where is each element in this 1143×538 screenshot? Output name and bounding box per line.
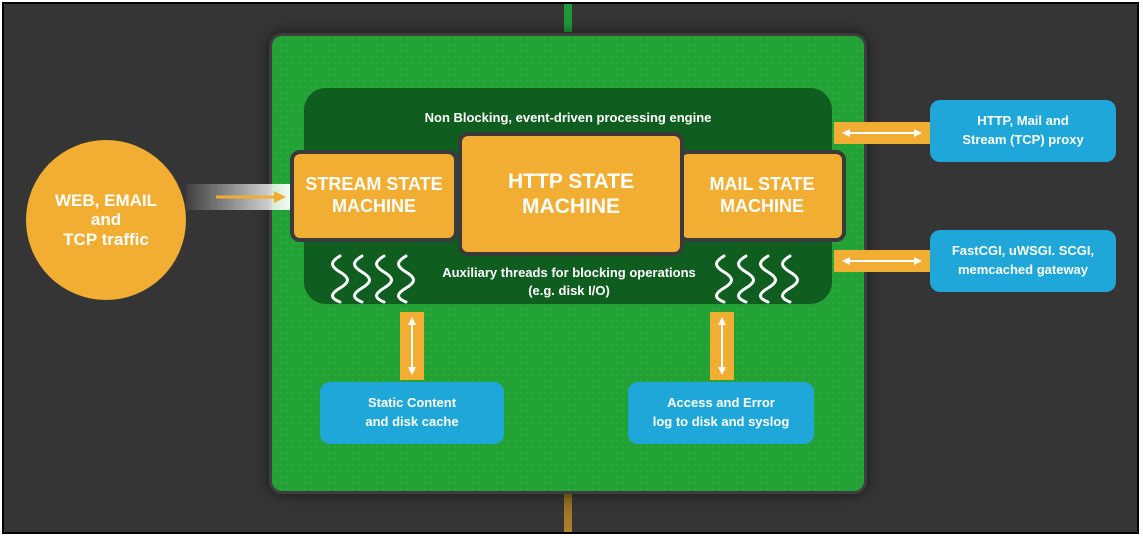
mail-state-line1: MAIL STATE [709, 174, 815, 195]
thread-wavy-icons-right [715, 254, 799, 304]
log-line2: log to disk and syslog [652, 414, 790, 429]
proxy-connector-arrow-icon [834, 122, 930, 144]
log-line1: Access and Error [667, 395, 775, 411]
http-state-line1: HTTP STATE [508, 169, 634, 193]
traffic-line2: and [90, 210, 122, 230]
fastcgi-line2: memcached gateway [957, 262, 1089, 277]
proxy-line2: Stream (TCP) proxy [962, 132, 1084, 147]
engine-title: Non Blocking, event-driven processing en… [424, 110, 712, 125]
log-output-box: Access and Error log to disk and syslog [628, 382, 814, 444]
top-trace [564, 4, 572, 32]
static-line2: and disk cache [365, 414, 459, 429]
auxiliary-line1: Auxiliary threads for blocking operation… [442, 265, 696, 280]
static-line1: Static Content [367, 395, 457, 411]
auxiliary-threads-label: Auxiliary threads for blocking operation… [434, 264, 704, 299]
traffic-input-circle: WEB, EMAIL and TCP traffic [26, 140, 186, 300]
static-content-box: Static Content and disk cache [320, 382, 504, 444]
traffic-line3: TCP traffic [63, 229, 149, 249]
traffic-line1: WEB, EMAIL [55, 190, 157, 210]
proxy-line1: HTTP, Mail and [977, 113, 1069, 129]
stream-state-line2: MACHINE [332, 196, 416, 216]
fastcgi-line1: FastCGI, uWSGI. SCGI, [951, 243, 1095, 259]
stream-state-line1: STREAM STATE [305, 174, 443, 195]
fastcgi-connector-arrow-icon [834, 250, 930, 272]
log-connector-arrow-icon [710, 312, 734, 380]
bottom-trace [564, 494, 572, 532]
input-arrow-icon [186, 184, 290, 210]
mail-state-line2: MACHINE [720, 196, 804, 216]
thread-wavy-icons-left [331, 254, 415, 304]
fastcgi-output-box: FastCGI, uWSGI. SCGI, memcached gateway [930, 230, 1116, 292]
auxiliary-line2: (e.g. disk I/O) [528, 282, 610, 298]
static-connector-arrow-icon [400, 312, 424, 380]
http-state-line2: MACHINE [522, 195, 620, 218]
